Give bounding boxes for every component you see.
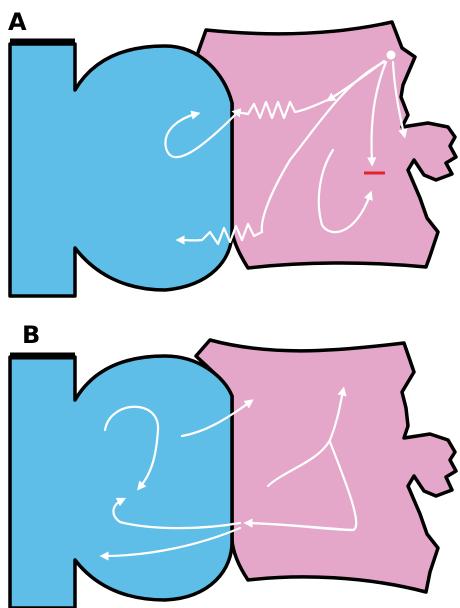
origin-dot-a (387, 51, 396, 60)
right-chamber-b (196, 340, 456, 592)
left-chamber-b (10, 356, 232, 608)
panel-a (10, 22, 456, 296)
panel-b (10, 340, 456, 608)
left-chamber-a (10, 44, 232, 296)
